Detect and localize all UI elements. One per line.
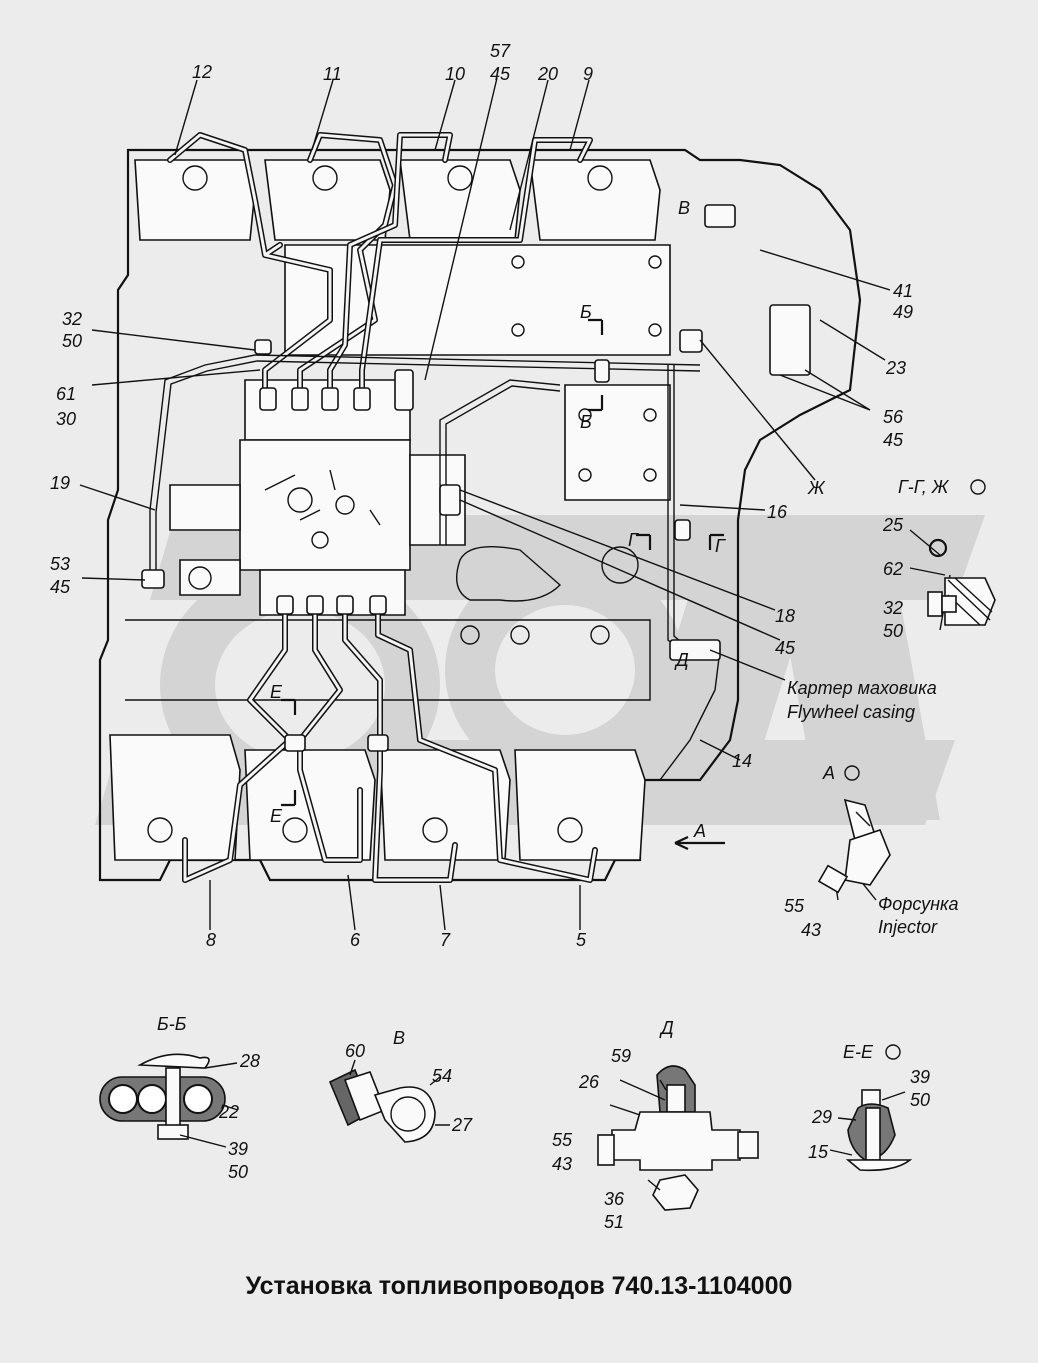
detail-d-26: 26	[578, 1072, 600, 1092]
detail-bb-39: 39	[228, 1139, 248, 1159]
detail-ee-39: 39	[910, 1067, 930, 1087]
detail-bb-title: Б-Б	[157, 1014, 187, 1034]
callout-32-right: 32	[883, 598, 903, 618]
detail-bb: Б-Б 28 22 39 50	[99, 1014, 260, 1182]
detail-v-27: 27	[451, 1115, 473, 1135]
callout-57: 57	[490, 41, 511, 61]
callout-18: 18	[775, 606, 795, 626]
callout-9: 9	[583, 64, 593, 84]
section-mark-b-bottom: Б	[580, 412, 592, 432]
fuel-pipes	[149, 132, 721, 883]
callout-49: 49	[893, 302, 913, 322]
callouts: 12 11 10 57 45 20 9 32 50 61 30 19 53 45…	[50, 41, 913, 950]
drawing-title: Установка топливопроводов 740.13-1104000	[246, 1272, 793, 1300]
section-mark-e-bottom: Е	[270, 806, 283, 826]
callout-7: 7	[440, 930, 451, 950]
callout-56: 56	[883, 407, 904, 427]
callout-45-left: 45	[50, 577, 71, 597]
section-mark-e-top: Е	[270, 682, 283, 702]
callout-50-left: 50	[62, 331, 82, 351]
callout-20: 20	[537, 64, 558, 84]
view-a-title: А	[822, 763, 835, 783]
detail-ee-50: 50	[910, 1090, 930, 1110]
detail-d-36: 36	[604, 1189, 625, 1209]
detail-bb-22: 22	[218, 1102, 239, 1122]
callout-19: 19	[50, 473, 70, 493]
detail-ee: Е-Е 39 50 29 15	[808, 1042, 930, 1172]
washer-25	[928, 538, 948, 558]
callout-55-injector: 55	[784, 896, 805, 916]
flywheel-casing-en: Flywheel casing	[787, 702, 915, 722]
callout-50-right: 50	[883, 621, 903, 641]
callout-25: 25	[882, 515, 904, 535]
detail-ee-title: Е-Е	[843, 1042, 874, 1062]
section-mark-a-arrow: А	[693, 821, 706, 841]
callout-43-injector: 43	[801, 920, 821, 940]
injector-en: Injector	[878, 917, 938, 937]
detail-d-51: 51	[604, 1212, 624, 1232]
callout-12: 12	[192, 62, 212, 82]
view-a-injector: А 55 43 Форсунка Injector	[784, 763, 959, 940]
section-mark-g-right: Г	[715, 536, 726, 556]
detail-bb-28: 28	[239, 1051, 260, 1071]
detail-v-60: 60	[345, 1041, 365, 1061]
section-marks: Б Б В Г Г Д Е Е А	[270, 198, 726, 850]
callout-62: 62	[883, 559, 903, 579]
callout-45-top: 45	[490, 64, 511, 84]
section-mark-v: В	[678, 198, 690, 218]
section-gg-zh: Г-Г, Ж 25 62 32 50 Картер маховика Flywh…	[787, 477, 996, 722]
callout-8: 8	[206, 930, 216, 950]
detail-d-55: 55	[552, 1130, 573, 1150]
leader-lines	[79, 77, 951, 931]
section-mark-zh: Ж	[807, 478, 826, 498]
section-gg-zh-title: Г-Г, Ж	[898, 477, 950, 497]
callout-11: 11	[323, 64, 342, 84]
fittings	[141, 204, 811, 752]
detail-ee-15: 15	[808, 1142, 829, 1162]
detail-d-59: 59	[611, 1046, 631, 1066]
fuel-pump	[169, 379, 671, 616]
callout-53: 53	[50, 554, 70, 574]
callout-32-left: 32	[62, 309, 82, 329]
flywheel-casing-ru: Картер маховика	[787, 678, 937, 698]
detail-d: Д 59 26 55 43 36 51	[552, 1018, 759, 1232]
callout-45-mid: 45	[775, 638, 796, 658]
detail-d-title: Д	[659, 1018, 674, 1038]
callout-61: 61	[56, 384, 76, 404]
callout-23: 23	[885, 358, 906, 378]
injector-ru: Форсунка	[878, 894, 959, 914]
callout-14: 14	[732, 751, 752, 771]
detail-v-title: В	[393, 1028, 405, 1048]
detail-v-54: 54	[432, 1066, 452, 1086]
section-mark-b-top: Б	[580, 302, 592, 322]
callout-41: 41	[893, 281, 913, 301]
section-mark-g-left: Г	[628, 530, 639, 550]
callout-16: 16	[767, 502, 788, 522]
detail-bb-50: 50	[228, 1162, 248, 1182]
callout-10: 10	[445, 64, 465, 84]
callout-5: 5	[576, 930, 587, 950]
detail-d-43: 43	[552, 1154, 572, 1174]
callout-30: 30	[56, 409, 76, 429]
cylinder-heads-top	[134, 159, 661, 241]
callout-45-right: 45	[883, 430, 904, 450]
detail-ee-29: 29	[811, 1107, 832, 1127]
section-mark-d: Д	[674, 650, 689, 670]
callout-6: 6	[350, 930, 361, 950]
detail-v: В 60 54 27	[328, 1028, 473, 1143]
